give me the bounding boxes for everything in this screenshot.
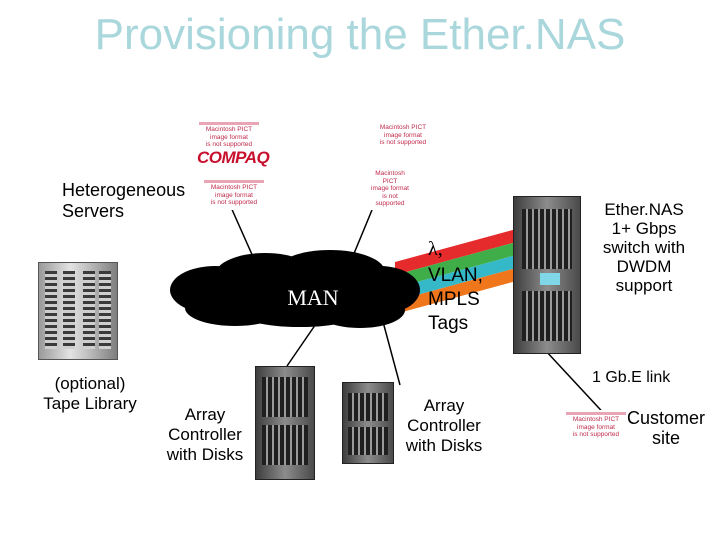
link-ethernas-customer xyxy=(544,349,611,421)
man-cloud xyxy=(170,250,420,328)
ethernas-status-panel xyxy=(540,273,560,285)
tag-stripe xyxy=(395,267,520,314)
array-controller-label-1: Array Controller with Disks xyxy=(166,405,244,464)
link-man-array2 xyxy=(381,317,401,386)
tag-stripe xyxy=(395,241,520,288)
ethernas-switch-icon xyxy=(513,196,581,354)
tag-stripe xyxy=(395,228,520,275)
tag-stripe xyxy=(395,254,520,301)
tag-band xyxy=(395,228,520,314)
tape-library-icon xyxy=(38,262,118,360)
array-controller-icon-2 xyxy=(342,382,394,464)
array-controller-icon-1 xyxy=(255,366,315,480)
compaq-logo: COMPAQ xyxy=(197,148,270,167)
ethernas-label: Ether.NAS 1+ Gbps switch with DWDM suppo… xyxy=(602,200,686,295)
tape-library-label: (optional) Tape Library xyxy=(43,374,137,413)
man-label: MAN xyxy=(287,285,339,310)
tags-label: VLAN, MPLS Tags xyxy=(428,265,483,334)
slide-title: Provisioning the Ether.NAS xyxy=(94,10,626,59)
array-controller-label-2: Array Controller with Disks xyxy=(405,396,483,455)
servers-label: Heterogeneous Servers xyxy=(62,180,186,221)
customer-site-label: Customer site xyxy=(626,408,706,448)
gbe-link-label: 1 Gb.E link xyxy=(592,369,671,386)
lambda-label: λ, xyxy=(428,238,443,260)
